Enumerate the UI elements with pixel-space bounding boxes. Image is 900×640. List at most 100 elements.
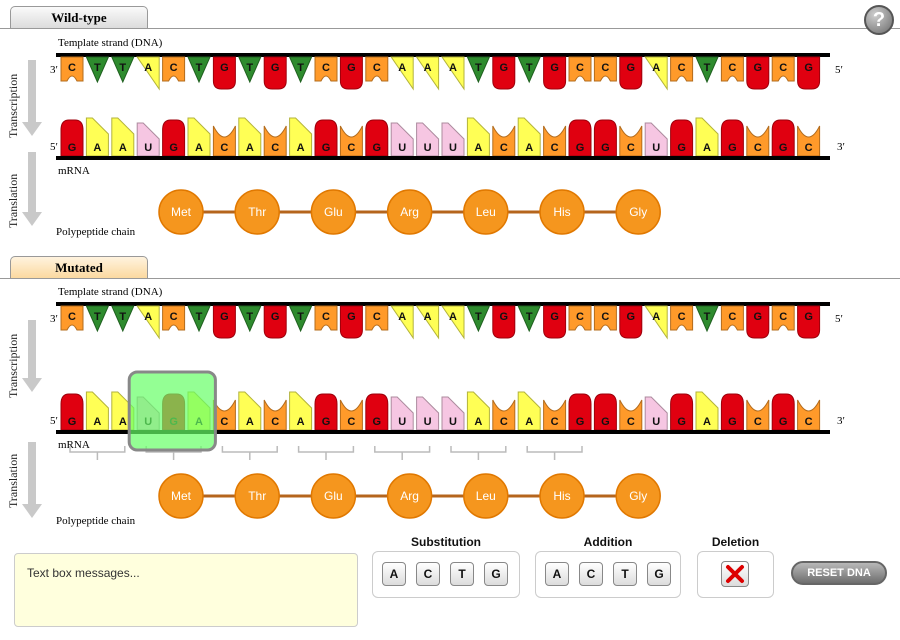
mut-mrna-base-letter: A: [525, 416, 533, 428]
mut-mrna-base-letter: G: [576, 416, 585, 428]
mut-template-base: [619, 305, 643, 339]
wt-mrna-base-letter: A: [703, 142, 711, 154]
wt-template-base: [85, 56, 110, 84]
wt-template-base: [492, 56, 516, 90]
mut-template-base-letter: T: [94, 311, 101, 323]
wt-mrna-base-letter: U: [449, 142, 457, 154]
wildtype-tab[interactable]: Wild-type: [10, 6, 148, 28]
wt-mrna-base-letter: U: [652, 142, 660, 154]
mut-amino-acid: [539, 473, 585, 519]
mut-mrna-base: [746, 399, 770, 431]
mutated-tab[interactable]: Mutated: [10, 256, 148, 278]
selected-codon-highlight[interactable]: [127, 370, 217, 452]
mut-template-base: [771, 305, 795, 331]
wt-template-base-letter: C: [322, 62, 330, 74]
wt-mrna-base-letter: U: [398, 142, 406, 154]
wt-template-base: [390, 56, 414, 91]
mut-template-base-letter: G: [347, 311, 356, 323]
wt-mrna-base: [339, 125, 363, 157]
wt-template-base: [543, 56, 567, 90]
wt-template-base: [263, 56, 287, 90]
help-icon[interactable]: ?: [864, 5, 894, 35]
mut-mrna-base-letter: C: [805, 416, 813, 428]
wildtype-template-label: Template strand (DNA): [58, 37, 163, 49]
transcription-arrow-icon: [22, 60, 42, 136]
mut-template-base: [390, 305, 414, 340]
wt-template-base-letter: G: [754, 62, 763, 74]
mut-mrna-base-letter: C: [347, 416, 355, 428]
mutated-template-3prime: 3′: [50, 313, 58, 325]
wt-template-base-letter: T: [704, 62, 711, 74]
mut-template-base-letter: G: [271, 311, 280, 323]
wt-amino-acid-label: Glu: [324, 205, 343, 219]
wt-template-base: [212, 56, 236, 90]
translation-arrow-icon: [22, 442, 42, 518]
mut-template-base-letter: C: [601, 311, 609, 323]
substitution-t-button[interactable]: T: [450, 562, 474, 586]
wt-amino-acid-label: Gly: [629, 205, 647, 219]
addition-g-button[interactable]: G: [647, 562, 671, 586]
wt-mrna-base-letter: C: [347, 142, 355, 154]
wt-mrna-base-letter: G: [677, 142, 686, 154]
mut-mrna-base-letter: U: [424, 416, 432, 428]
wt-mrna-base-letter: G: [322, 142, 331, 154]
mut-amino-acid-label: Leu: [476, 489, 496, 503]
wt-mrna-base-letter: A: [93, 142, 101, 154]
mut-mrna-base-letter: C: [627, 416, 635, 428]
mut-template-base: [644, 305, 668, 340]
mut-template-base-letter: G: [754, 311, 763, 323]
mut-template-base: [60, 305, 84, 331]
mut-mrna-base-letter: C: [551, 416, 559, 428]
x-icon: [726, 565, 744, 583]
wildtype-arrows: [22, 60, 42, 226]
mut-template-base-letter: A: [449, 311, 457, 323]
codon-bracket: [69, 446, 126, 460]
mut-mrna-base: [771, 393, 795, 431]
mut-template-base: [746, 305, 770, 339]
mut-template-base-letter: G: [500, 311, 509, 323]
substitution-c-button[interactable]: C: [416, 562, 440, 586]
wt-mrna-base: [212, 125, 236, 157]
mutated-mrna-5prime: 5′: [50, 415, 58, 427]
wt-mrna-base: [670, 119, 694, 157]
reset-dna-button[interactable]: RESET DNA: [791, 561, 887, 585]
mut-mrna-base: [670, 393, 694, 431]
substitution-g-button[interactable]: G: [484, 562, 508, 586]
wt-mrna-base-letter: U: [424, 142, 432, 154]
wt-template-base: [720, 56, 744, 82]
addition-c-button[interactable]: C: [579, 562, 603, 586]
mut-template-base-letter: G: [220, 311, 229, 323]
addition-a-button[interactable]: A: [545, 562, 569, 586]
wt-mrna-base: [543, 125, 567, 157]
mut-amino-acid: [234, 473, 280, 519]
wt-mrna-base: [314, 119, 338, 157]
mut-mrna-base-letter: G: [728, 416, 737, 428]
mut-template-base-letter: G: [550, 311, 559, 323]
mut-template-base: [415, 305, 440, 340]
wt-template-base: [60, 56, 84, 82]
deletion-button[interactable]: [721, 561, 749, 587]
wt-mrna-base-letter: A: [297, 142, 305, 154]
mut-template-base-letter: A: [144, 311, 152, 323]
wt-template-base-letter: A: [449, 62, 457, 74]
mut-amino-acid: [310, 473, 357, 519]
mut-template-base: [670, 305, 694, 331]
wt-mrna-base: [593, 119, 617, 157]
wildtype-template-3prime: 3′: [50, 64, 58, 76]
wt-mrna-base-letter: C: [805, 142, 813, 154]
wt-template-base-letter: C: [170, 62, 178, 74]
mut-template-base-letter: C: [170, 311, 178, 323]
mut-mrna-base: [314, 393, 338, 431]
substitution-a-button[interactable]: A: [382, 562, 406, 586]
mut-template-base: [238, 305, 262, 333]
wt-mrna-base-letter: A: [474, 142, 482, 154]
wildtype-mrna-5prime: 5′: [50, 141, 58, 153]
mut-mrna-base-letter: G: [68, 416, 77, 428]
wt-amino-acid: [539, 189, 585, 235]
wt-mrna-base: [492, 125, 516, 157]
wt-mrna-base: [619, 125, 643, 157]
addition-t-button[interactable]: T: [613, 562, 637, 586]
wt-mrna-base-letter: G: [728, 142, 737, 154]
mut-amino-acid: [158, 473, 204, 519]
